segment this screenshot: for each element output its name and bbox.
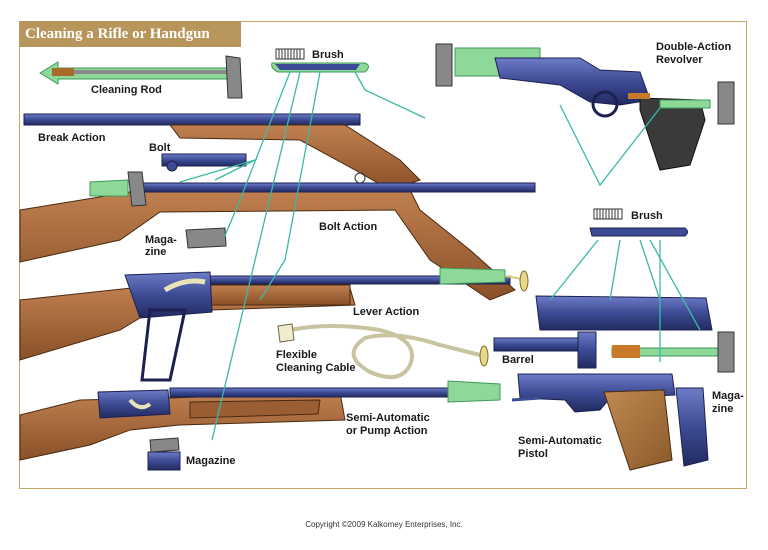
- brush-right-label: Brush: [631, 210, 663, 222]
- brush-right-figure: [589, 208, 688, 237]
- pistol-magazine-label-2: zine: [712, 403, 734, 415]
- semi-pump-label-2: or Pump Action: [346, 425, 428, 437]
- semi-pistol-label-2: Pistol: [518, 448, 548, 460]
- break-action-rifle: [23, 113, 421, 191]
- diagram-title: Cleaning a Rifle or Handgun: [19, 21, 241, 47]
- double-action-label-2: Revolver: [656, 54, 703, 66]
- flexible-cable-label-1: Flexible: [276, 349, 317, 361]
- double-action-label-1: Double-Action: [656, 41, 732, 53]
- flexible-cable-label-2: Cleaning Cable: [276, 362, 356, 374]
- brush-top-figure: [271, 48, 369, 73]
- bolt-label: Bolt: [149, 142, 171, 154]
- magazine-label-2: zine: [145, 246, 167, 258]
- pistol-magazine-label-1: Maga-: [712, 390, 744, 402]
- magazine-label-1: Maga-: [145, 234, 177, 246]
- pistol-slide-figure: [535, 295, 713, 331]
- leader-lines: [179, 71, 701, 441]
- cleaning-rod-label: Cleaning Rod: [91, 84, 162, 96]
- revolver-figure: [435, 43, 735, 171]
- pistol-magazine-figure: [675, 387, 709, 467]
- bolt-action-label: Bolt Action: [319, 221, 378, 233]
- pistol-barrel-figure: [493, 331, 735, 373]
- bolt-action-rifle: [19, 153, 536, 301]
- break-action-label: Break Action: [38, 132, 106, 144]
- semi-pump-label-1: Semi-Automatic: [346, 412, 430, 424]
- flexible-cable-figure: [277, 323, 489, 380]
- brush-top-label: Brush: [312, 49, 344, 61]
- magazine-bottom-label: Magazine: [186, 455, 236, 467]
- semi-auto-rifle: [19, 380, 501, 471]
- barrel-label: Barrel: [502, 354, 534, 366]
- lever-action-rifle: [19, 267, 529, 382]
- semi-pistol-figure: [511, 373, 676, 471]
- copyright-text: Copyright ©2009 Kalkomey Enterprises, In…: [305, 520, 463, 529]
- semi-pistol-label-1: Semi-Automatic: [518, 435, 602, 447]
- lever-action-label: Lever Action: [353, 306, 420, 318]
- cleaning-rod-figure: [39, 55, 243, 99]
